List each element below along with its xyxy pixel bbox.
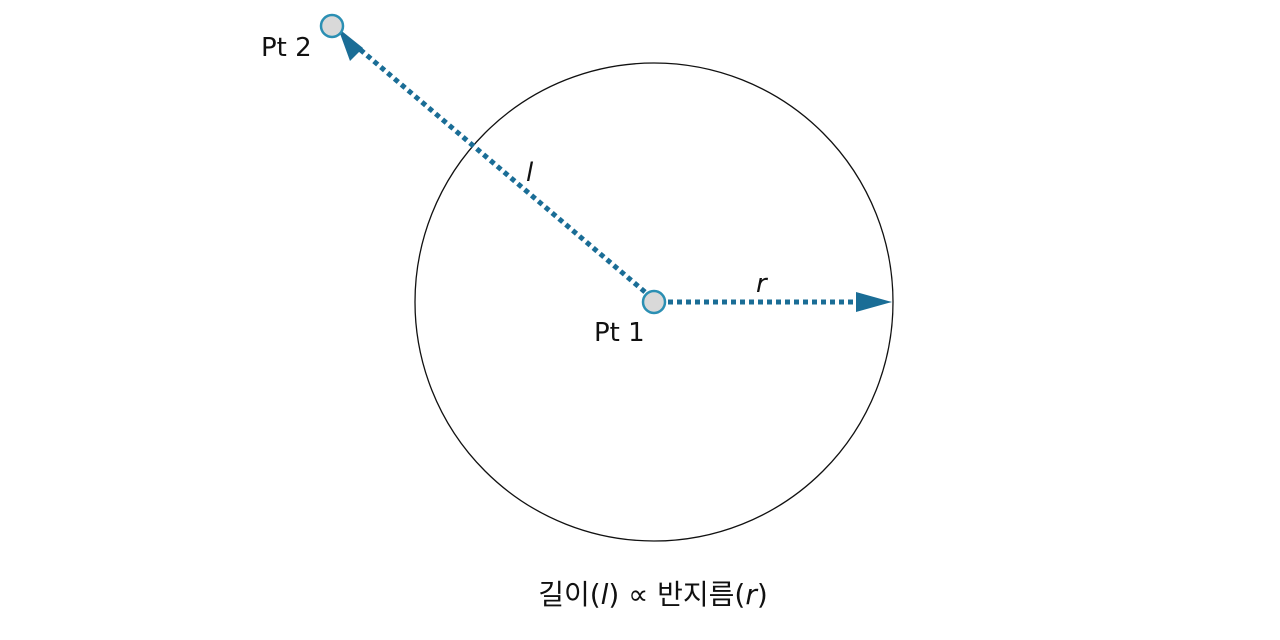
point-2-label: Pt 2 xyxy=(261,33,312,63)
caption-suffix: ) xyxy=(757,578,768,611)
boundary-circle xyxy=(414,62,894,542)
length-label: l xyxy=(526,158,534,188)
caption-l: l xyxy=(601,578,609,611)
caption-r: r xyxy=(745,578,758,611)
point-1-marker xyxy=(641,289,667,315)
caption-middle: ) ∝ 반지름( xyxy=(608,578,745,611)
point-2-marker xyxy=(319,13,345,39)
caption: 길이(l) ∝ 반지름(r) xyxy=(538,578,768,611)
caption-prefix: 길이( xyxy=(538,578,600,611)
radius-arrowhead xyxy=(856,292,892,312)
point-1-label: Pt 1 xyxy=(594,318,645,348)
length-line xyxy=(354,44,647,294)
length-arrowhead xyxy=(338,28,363,61)
radius-label: r xyxy=(756,269,769,299)
